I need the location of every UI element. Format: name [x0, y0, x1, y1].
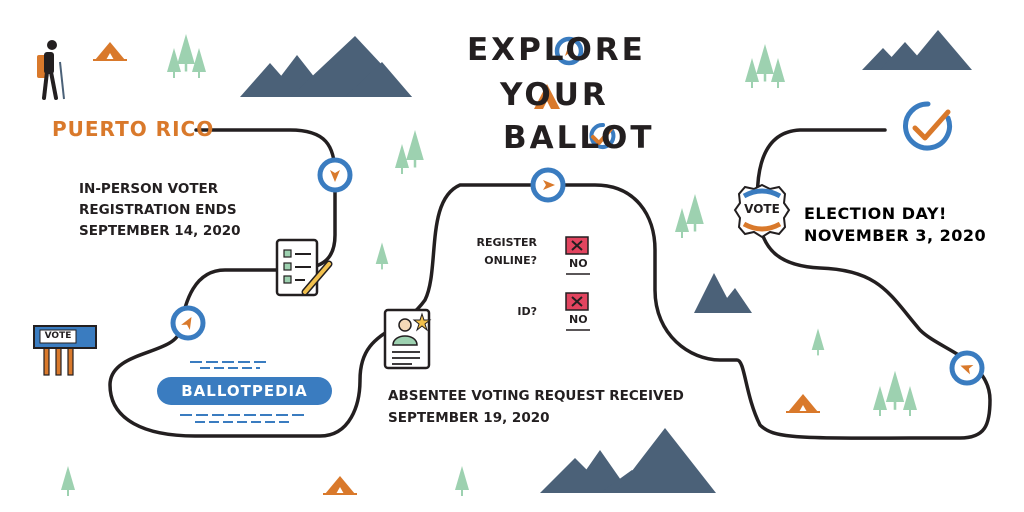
compass-marker-3: [530, 167, 566, 203]
title-compass-icon: [554, 36, 584, 66]
brand-name: BALLOTPEDIA: [181, 382, 308, 400]
election-date: NOVEMBER 3, 2020: [804, 226, 987, 245]
absentee-label: ABSENTEE VOTING REQUEST RECEIVED: [388, 388, 684, 404]
registration-date: SEPTEMBER 14, 2020: [79, 223, 241, 239]
checklist-icon: [275, 238, 333, 297]
mountains-middle-right: [694, 273, 752, 313]
answer-id: NO: [569, 313, 588, 326]
compass-marker-2: [170, 305, 206, 341]
no-box-2: [565, 292, 590, 331]
title-tent-icon: [534, 84, 560, 109]
vote-badge-label: VOTE: [744, 202, 780, 216]
mountains-top-left: [240, 36, 412, 97]
vote-badge-icon: [733, 183, 791, 239]
vote-sign-icon: [33, 325, 97, 376]
title-line-1: EXPLORE: [467, 32, 646, 68]
registration-label-line-2: REGISTRATION ENDS: [79, 202, 237, 218]
title-line-3: BALLOT: [503, 120, 655, 156]
question-id: ID?: [517, 305, 537, 318]
absentee-date: SEPTEMBER 19, 2020: [388, 410, 550, 426]
state-name: PUERTO RICO: [52, 117, 215, 141]
mountains-top-right: [862, 30, 972, 70]
title-line-2: YOUR: [500, 77, 609, 113]
election-label: ELECTION DAY!: [804, 204, 947, 223]
registration-label-line-1: IN-PERSON VOTER: [79, 181, 219, 197]
no-box-1: [565, 236, 590, 275]
mountains-bottom: [540, 428, 716, 493]
compass-marker-1: [317, 157, 353, 193]
ballotpedia-banner: [157, 361, 332, 423]
hiker-icon: [37, 40, 65, 100]
document-icon: [383, 308, 432, 370]
check-circle-icon: [903, 101, 952, 151]
vote-sign-label: VOTE: [44, 331, 72, 341]
question-register-online-line-1: REGISTER: [476, 236, 537, 249]
compass-marker-4: [949, 350, 985, 386]
answer-register-online: NO: [569, 257, 588, 270]
title-check-icon: [589, 122, 616, 149]
question-register-online-line-2: ONLINE?: [484, 254, 537, 267]
